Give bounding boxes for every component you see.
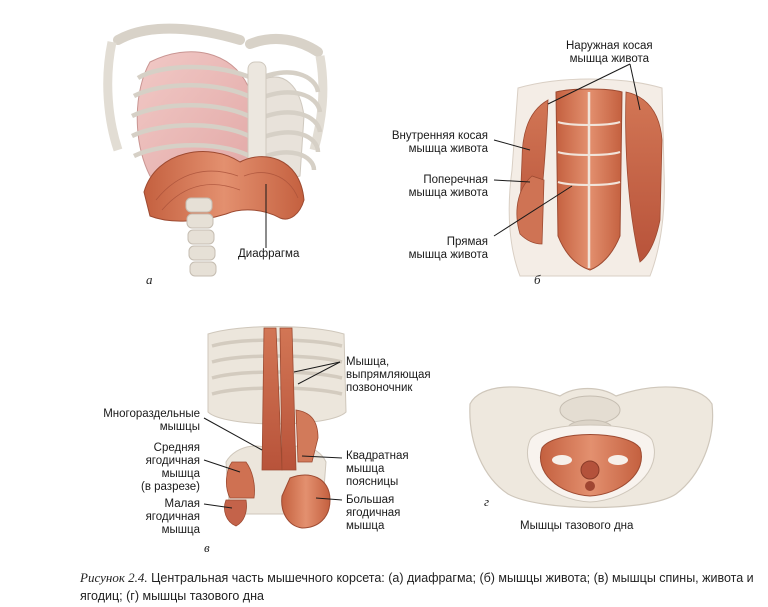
quadratus-lumborum-muscle <box>295 409 319 463</box>
label-gluteus-minimus: Малая ягодичная мышца <box>145 498 200 536</box>
label-rectus: Прямая мышца живота <box>408 236 488 261</box>
panel-g-pelvic-floor <box>469 386 714 509</box>
caption-figure-number: Рисунок 2.4. <box>80 570 148 585</box>
label-gluteus-medius: Средняя ягодичная мышца (в разрезе) <box>141 442 200 493</box>
label-gluteus-maximus: Большая ягодичная мышца <box>346 494 401 532</box>
label-multifidus: Многораздельные мышцы <box>103 408 200 433</box>
caption-text: Центральная часть мышечного корсета: (а)… <box>80 571 754 603</box>
label-internal-oblique: Внутренняя косая мышца живота <box>391 130 488 155</box>
diaphragm-muscle <box>143 151 305 222</box>
panel-b-abdominal <box>493 63 665 277</box>
figure-caption: Рисунок 2.4. Центральная часть мышечного… <box>80 569 760 605</box>
label-pelvic-floor: Мышцы тазового дна <box>520 520 634 532</box>
label-erector-spinae: Мышца, выпрямляющая позвоночник <box>346 356 431 394</box>
panel-letter-a: а <box>146 272 153 287</box>
external-oblique-muscle <box>625 91 663 263</box>
transverse-muscle <box>516 175 545 245</box>
gluteus-medius-muscle <box>226 461 255 499</box>
panel-letter-g: г <box>484 494 490 509</box>
label-transverse: Поперечная мышца живота <box>408 174 488 199</box>
panel-letter-v: в <box>204 540 210 555</box>
label-external-oblique: Наружная косая мышца живота <box>566 40 653 65</box>
panel-letter-b: б <box>534 272 541 287</box>
gluteus-minimus-muscle <box>224 499 247 527</box>
label-diaphragm: Диафрагма <box>238 248 300 260</box>
panel-v-back <box>203 326 347 529</box>
gluteus-maximus-muscle <box>281 474 331 529</box>
panel-a-diaphragm <box>103 23 328 277</box>
label-quadratus-lumborum: Квадратная мышца поясницы <box>346 450 409 488</box>
